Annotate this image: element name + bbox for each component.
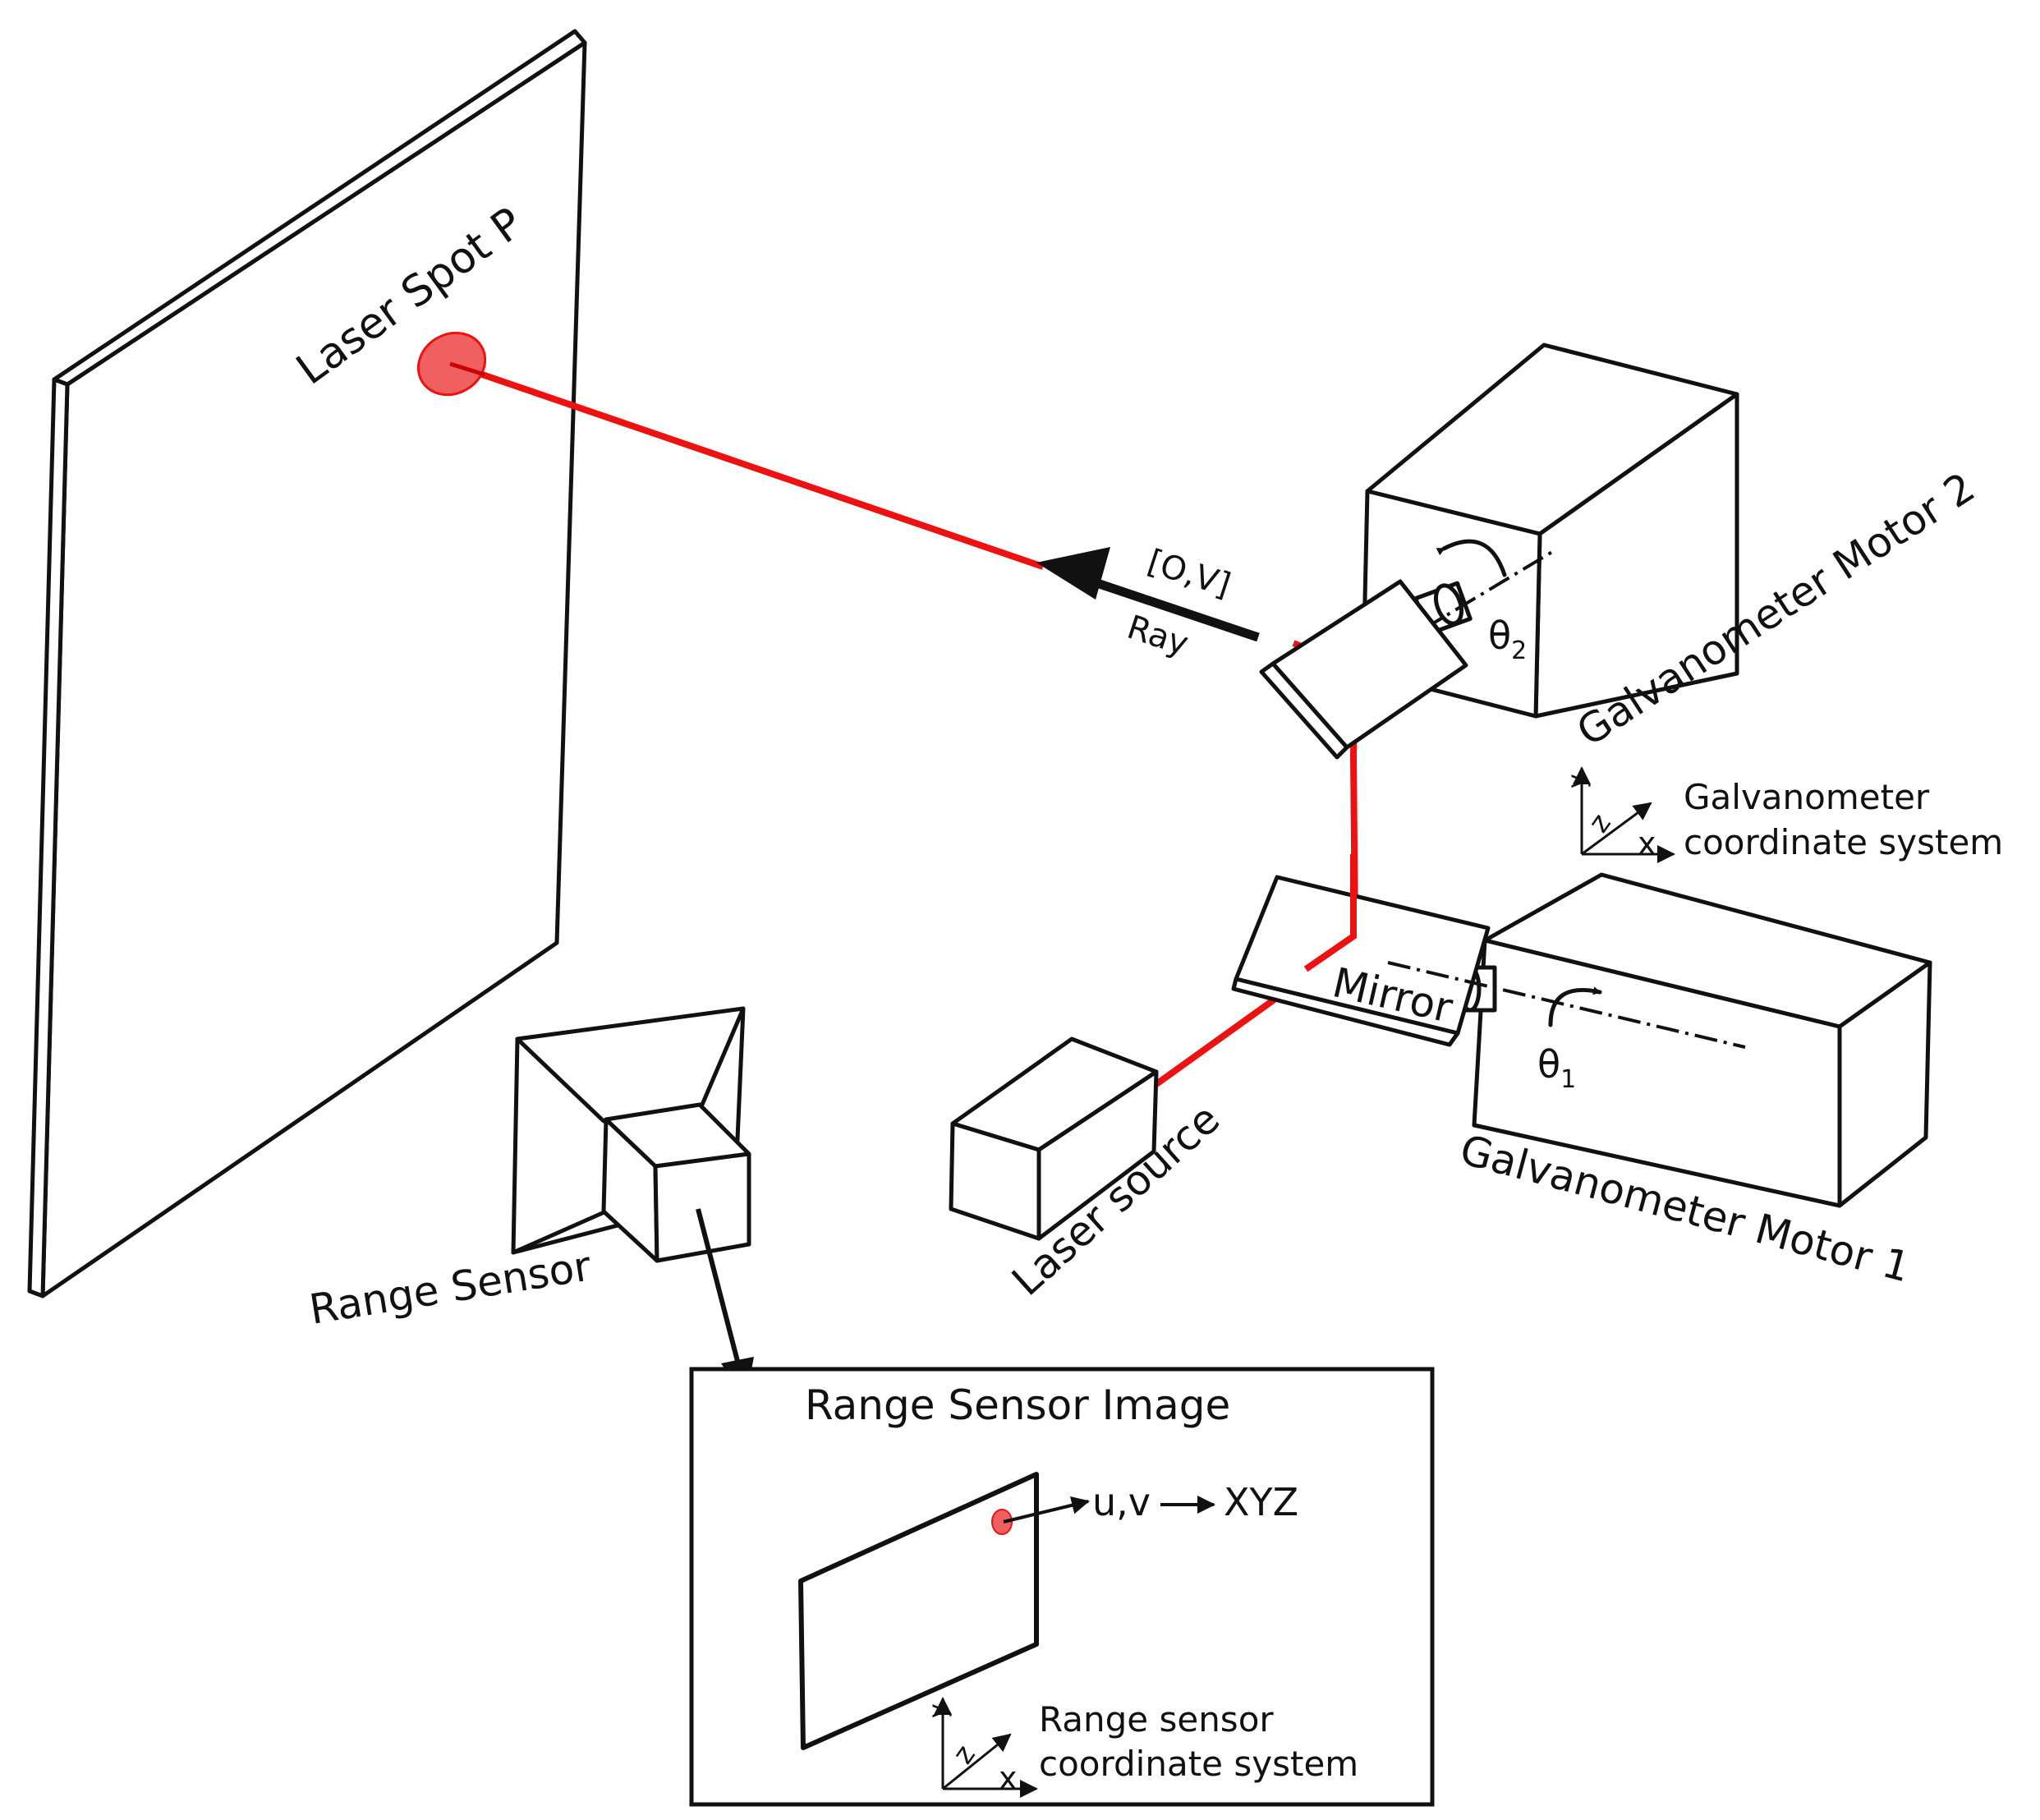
theta-1-label: θ1 (1537, 1042, 1576, 1094)
galvo-1-rotation-axis (1387, 961, 1746, 1049)
theta-1-rotation-arrow (1548, 986, 1602, 1027)
laser-source (949, 1036, 1159, 1241)
range-axis-y-label: y (924, 1703, 953, 1718)
laser-beam (454, 362, 1359, 1087)
uv-arrow (1003, 1496, 1090, 1524)
galvo-coordinate-label-line2: coordinate system (1684, 822, 2003, 862)
galvo-axis-z-label: z (1583, 808, 1618, 839)
range-coordinate-label-line2: coordinate system (1039, 1744, 1358, 1784)
ray-label: Ray (1123, 609, 1193, 664)
range-axis-x-label: x (999, 1760, 1018, 1796)
range-sensor-image-title: Range Sensor Image (805, 1381, 1230, 1429)
sensor-image-plane (798, 1472, 1039, 1750)
ray-arrow (1036, 547, 1260, 642)
laser-spot-center (449, 361, 485, 377)
theta-2-rotation-arrow (1436, 539, 1507, 577)
galvo-2-mirror (1259, 579, 1468, 760)
galvo-axis-y-label: y (1563, 774, 1592, 788)
uv-label: u,v (1092, 1480, 1151, 1524)
range-coordinate-label-line1: Range sensor (1039, 1699, 1274, 1740)
galvo-1-mirror (1231, 875, 1491, 1047)
range-sensor-image-arrow (696, 1208, 742, 1368)
galvo-axis-x-label: x (1638, 825, 1656, 862)
range-sensor-label: Range Sensor (306, 1242, 595, 1333)
ray-vector-label: [O,V] (1143, 543, 1235, 605)
theta-2-label: θ2 (1488, 614, 1527, 665)
laser-reflection-on-mirror-1 (1303, 854, 1357, 972)
xyz-label: XYZ (1224, 1480, 1298, 1524)
sensor-image-laser-spot (991, 1509, 1013, 1535)
range-sensor (511, 1006, 751, 1263)
galvanometer-motor-1 (1472, 872, 1932, 1208)
galvo-coordinate-label-line1: Galvanometer (1684, 777, 1930, 817)
galvo-coordinate-axes: x z y (1563, 766, 1675, 863)
